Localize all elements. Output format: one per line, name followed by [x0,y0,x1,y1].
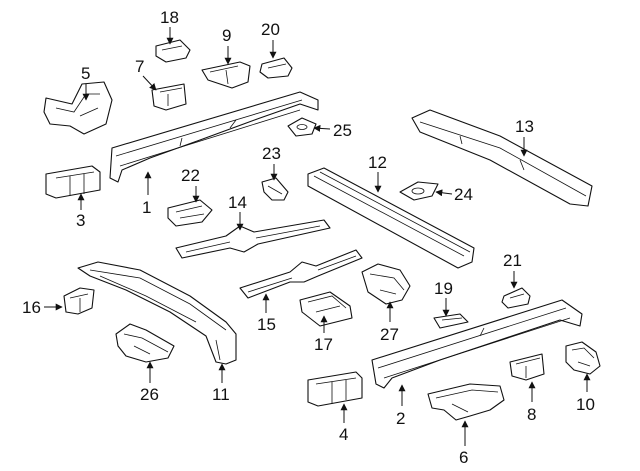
callout-24-leader [435,189,453,197]
callout-23-label: 23 [262,144,281,163]
callout-11: 11 [212,363,230,404]
callout-9: 9 [222,26,232,65]
part-10-extension[interactable] [565,341,601,375]
callout-16-label: 16 [22,298,41,317]
part-14-brace[interactable] [175,219,331,259]
callout-7: 7 [135,57,157,91]
callout-18: 18 [160,8,179,45]
part-21-bracket[interactable] [501,287,531,309]
part-19-bracket[interactable] [433,313,469,329]
callout-5-label: 5 [81,64,90,83]
part-26-bracket[interactable] [115,323,175,363]
callout-4: 4 [339,403,348,444]
callout-7-leader [142,75,157,91]
part-3-bracket[interactable] [45,165,101,199]
callout-16: 16 [22,298,63,317]
callout-22-label: 22 [181,166,200,185]
part-17-bracket[interactable] [299,291,353,327]
part-18-bracket[interactable] [155,39,191,63]
part-7-reinforcement[interactable] [151,83,187,111]
callout-24-label: 24 [454,185,473,204]
part-15-brace[interactable] [239,249,363,299]
callout-23: 23 [262,144,281,181]
callout-19: 19 [434,279,453,317]
callout-25: 25 [313,121,352,140]
callout-14: 14 [228,193,247,231]
callout-2: 2 [396,384,406,428]
callout-21-label: 21 [503,251,522,270]
part-4-bracket[interactable] [307,371,363,407]
callout-26: 26 [140,361,159,404]
callout-10: 10 [576,373,595,414]
part-25-bracket[interactable] [287,117,317,137]
part-12-crossmember[interactable] [307,167,475,269]
callout-21: 21 [503,251,522,289]
callout-11-label: 11 [212,385,230,404]
callout-18-label: 18 [160,8,179,27]
callout-1-label: 1 [142,198,151,217]
callout-8-label: 8 [527,405,536,424]
callout-24: 24 [435,185,473,204]
callout-3-label: 3 [76,211,85,230]
callout-13-label: 13 [515,117,534,136]
part-16-bracket[interactable] [63,287,95,315]
part-23-bracket[interactable] [261,177,289,201]
part-9-bracket[interactable] [201,61,251,89]
callout-2-label: 2 [396,409,405,428]
callout-20-label: 20 [261,20,280,39]
callout-4-label: 4 [339,425,348,444]
callout-15: 15 [257,293,276,334]
callout-27-label: 27 [380,325,399,344]
callout-15-label: 15 [257,315,276,334]
part-2-frame-rail[interactable] [371,299,583,389]
part-6-extension[interactable] [427,383,505,421]
callout-25-leader [313,124,331,132]
callout-19-label: 19 [434,279,453,298]
callout-8: 8 [527,381,536,424]
part-22-bracket[interactable] [167,199,213,227]
part-24-bracket[interactable] [399,181,439,201]
callout-20: 20 [261,20,280,59]
callout-26-label: 26 [140,385,159,404]
callout-17: 17 [314,315,333,354]
callout-12: 12 [368,153,387,193]
callout-13: 13 [515,117,534,157]
callout-17-label: 17 [314,335,333,354]
callout-7-label: 7 [135,57,144,76]
part-20-bracket[interactable] [259,57,293,79]
callout-22: 22 [181,166,200,203]
callout-3: 3 [76,193,85,230]
part-5-extension[interactable] [43,81,113,135]
part-13-crossmember[interactable] [411,109,593,207]
callout-1: 1 [142,171,152,217]
callout-14-label: 14 [228,193,247,212]
callout-25-label: 25 [333,121,352,140]
callout-10-label: 10 [576,395,595,414]
callout-6: 6 [459,420,469,467]
part-1-frame-rail[interactable] [109,91,319,183]
callout-27: 27 [380,301,399,344]
callout-9-label: 9 [222,26,231,45]
callout-5: 5 [81,64,90,101]
callout-6-label: 6 [459,448,468,467]
callout-12-label: 12 [368,153,387,172]
part-11-crossmember[interactable] [77,261,237,365]
part-8-reinforcement[interactable] [509,353,545,381]
part-27-bracket[interactable] [361,263,411,305]
